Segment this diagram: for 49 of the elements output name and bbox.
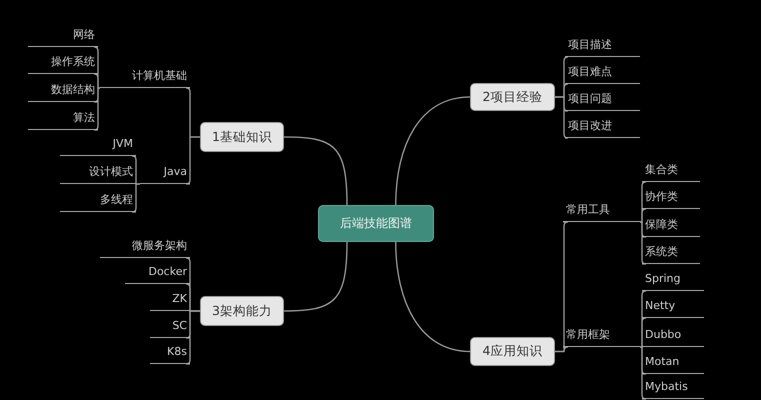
branch-label: 多线程 — [60, 190, 136, 212]
branch-label: JVM — [60, 134, 136, 156]
branch-line — [555, 96, 569, 139]
branch-label: 协作类 — [642, 187, 700, 209]
branch-line — [640, 346, 647, 400]
branch-line — [555, 346, 569, 352]
topic-box: 4应用知识 — [470, 337, 555, 366]
branch-label: Docker — [125, 262, 190, 284]
branch-label: 系统类 — [642, 242, 700, 264]
branch-line — [185, 310, 200, 365]
branch-line — [93, 73, 100, 89]
branch-label: Netty — [642, 296, 704, 318]
central-topic-box: 后端技能图谱 — [318, 205, 434, 242]
branch-label: Motan — [642, 352, 704, 374]
branch-label: Mybatis — [642, 377, 704, 399]
branch-line — [640, 317, 647, 348]
curved-connector — [395, 96, 470, 206]
branch-label: 网络 — [28, 25, 98, 47]
branch-label: 常用工具 — [563, 200, 640, 222]
curved-connector — [284, 242, 348, 312]
topic-box: 2项目经验 — [470, 83, 555, 111]
branch-label: 项目问题 — [565, 89, 640, 111]
branch-label: K8s — [150, 342, 190, 364]
branch-label: 数据结构 — [28, 80, 98, 102]
branch-line — [93, 87, 100, 131]
branch-label: Java — [140, 162, 190, 184]
branch-label: 保障类 — [642, 215, 700, 237]
branch-label: 集合类 — [642, 160, 700, 182]
branch-line — [640, 221, 647, 265]
branch-label: 操作系统 — [28, 52, 98, 74]
branch-label: Dubbo — [642, 325, 704, 347]
branch-label: Spring — [642, 269, 704, 291]
branch-label: 微服务架构 — [100, 236, 190, 258]
curved-connector — [284, 136, 348, 206]
topic-box: 3架构能力 — [200, 296, 284, 326]
branch-label: 计算机基础 — [100, 66, 190, 88]
branch-label: ZK — [150, 289, 190, 311]
branch-label: SC — [150, 316, 190, 338]
curved-connector — [395, 242, 470, 352]
topic-box: 1基础知识 — [200, 122, 284, 152]
branch-line — [131, 183, 140, 213]
branch-label: 项目改进 — [565, 116, 640, 138]
branch-line — [185, 136, 200, 185]
branch-label: 算法 — [28, 108, 98, 130]
branch-label: 设计模式 — [60, 162, 136, 184]
branch-line — [640, 208, 647, 223]
branch-label: 项目难点 — [565, 62, 640, 84]
branch-label: 项目描述 — [565, 35, 640, 57]
branch-label: 常用框架 — [563, 325, 640, 347]
